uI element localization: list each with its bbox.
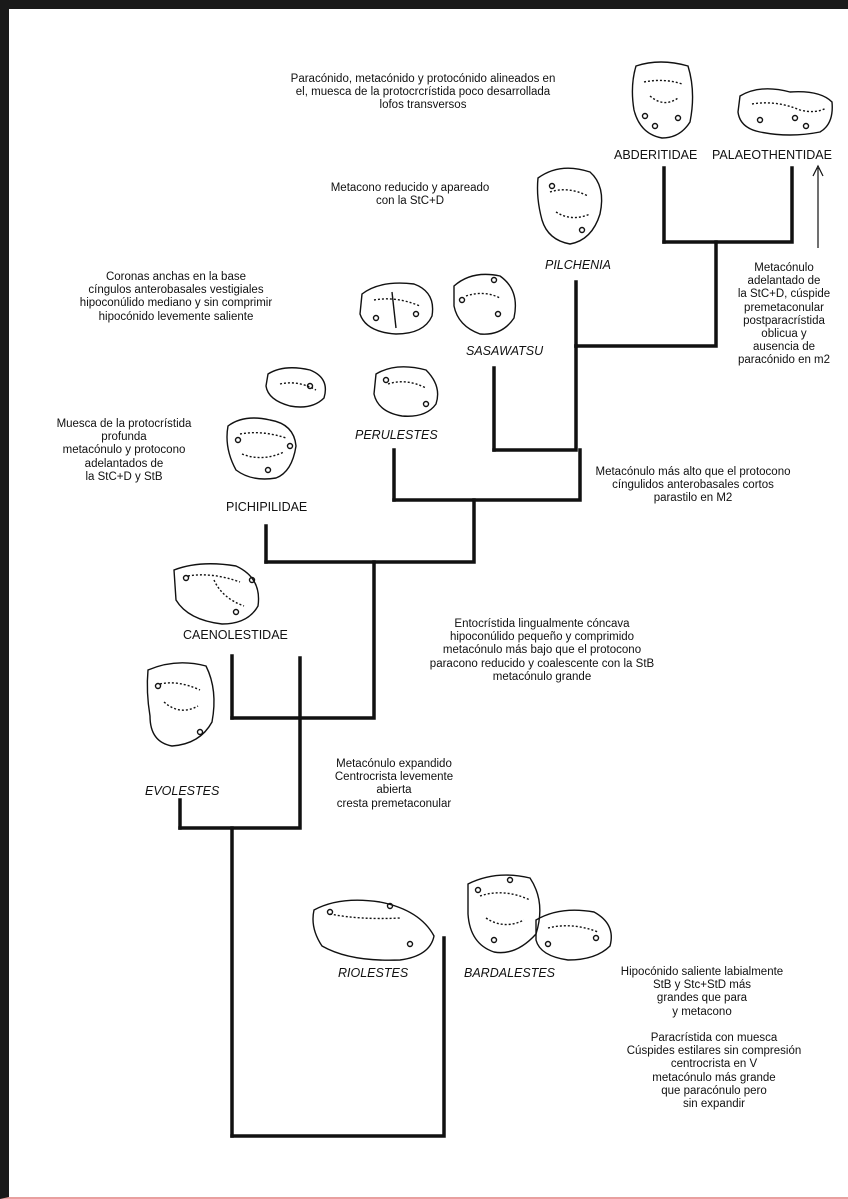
taxon-palaeothentidae: PALAEOTHENTIDAE	[712, 148, 832, 162]
tooth-pilchenia-icon	[536, 167, 603, 245]
branch-pilchenia-node	[574, 240, 718, 348]
note-pilchenia: Metacono reducido y apareado con la StC+…	[330, 182, 490, 208]
branch-root	[230, 936, 446, 1138]
note-perulestes-node: Metacónulo más alto que el protocono cín…	[595, 466, 791, 505]
branch-caenolestidae-node	[230, 560, 376, 720]
tooth-bardalestes-icon	[467, 874, 541, 954]
taxon-bardalestes: BARDALESTES	[464, 966, 556, 980]
synapomorphy-arrow	[812, 164, 824, 248]
note-sasawatsu: Coronas anchas en la base cíngulos anter…	[79, 271, 273, 323]
tooth-riolestes-icon	[312, 899, 435, 961]
taxon-pilchenia: PILCHENIA	[545, 258, 611, 272]
tooth-sasawatsu-icon	[453, 273, 517, 335]
branch-pichipilidae-node	[264, 498, 476, 564]
tooth-sasawatsu-lower-icon	[359, 282, 434, 335]
note-pichipilidae: Muesca de la protocrístida profunda meta…	[56, 418, 192, 483]
tooth-perulestes-lower-icon	[265, 367, 327, 408]
tooth-evolestes-icon	[146, 662, 215, 747]
tooth-palaeothentidae-icon	[737, 88, 833, 136]
note-palaeothentidae: Metacónulo adelantado de la StC+D, cúspi…	[737, 262, 831, 367]
branch-evolestes-node	[178, 656, 302, 830]
note-top: Paracónido, metacónido y protocónido ali…	[290, 73, 556, 112]
tooth-caenolestidae-icon	[173, 563, 260, 625]
note-bardalestes-1: Hipocónido saliente labialmente StB y St…	[620, 966, 784, 1018]
tooth-pichipilidae-icon	[226, 417, 297, 480]
branch-crown-node	[662, 166, 794, 244]
taxon-sasawatsu: SASAWATSU	[466, 344, 544, 358]
taxon-evolestes: EVOLESTES	[145, 784, 220, 798]
taxon-abderitidae: ABDERITIDAE	[614, 148, 698, 162]
note-evolestes-node: Metacónulo expandido Centrocrista leveme…	[334, 758, 454, 810]
branch-sasawatsu-node	[492, 344, 578, 452]
taxon-perulestes: PERULESTES	[355, 428, 438, 442]
taxon-pichipilidae: PICHIPILIDAE	[226, 500, 308, 514]
branch-perulestes-node	[392, 448, 582, 502]
taxon-riolestes: RIOLESTES	[338, 966, 409, 980]
tooth-abderitidae-icon	[631, 61, 694, 139]
note-bardalestes-2: Paracrístida con muesca Cúspides estilar…	[626, 1032, 802, 1111]
tooth-perulestes-icon	[373, 366, 439, 417]
tooth-bardalestes-lower-icon	[535, 909, 612, 961]
taxon-caenolestidae: CAENOLESTIDAE	[183, 628, 288, 642]
note-caenolestidae-node: Entocrístida lingualmente cóncava hipoco…	[429, 618, 655, 683]
